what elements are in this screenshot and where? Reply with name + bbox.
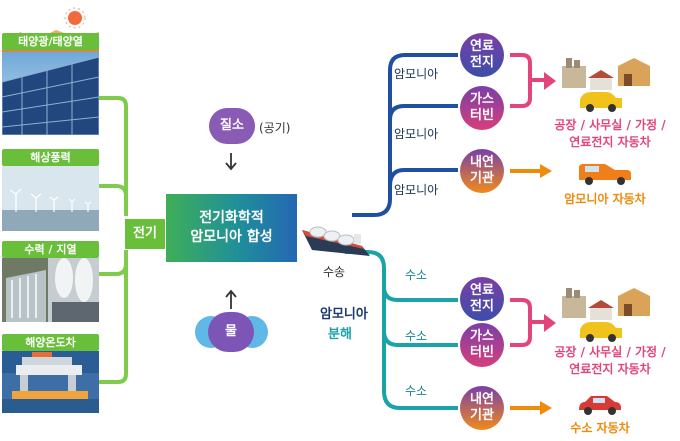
water-label: 물 <box>225 324 237 339</box>
decomposition-line-2: 분해 <box>328 327 352 342</box>
source-connectors <box>99 96 128 384</box>
lower-node-1-line-1: 연료 <box>470 283 494 298</box>
ammonia-synthesis-box: 전기화학적 암모니아 합성 <box>166 194 297 262</box>
upper-node-1-line-2: 전지 <box>470 55 494 70</box>
lower-node-3-line-2: 기관 <box>470 408 494 423</box>
lower-destination-car: 수소 자동차 <box>570 421 630 435</box>
lower-route-1: 수소 <box>405 268 428 282</box>
source-label-wind: 해상풍력 <box>2 149 99 166</box>
nitrogen-arrow <box>225 153 237 171</box>
lower-node-3-line-1: 내연 <box>470 392 494 407</box>
lower-destination-main: 공장 / 사무실 / 가정 / 연료전지 자동차 <box>540 344 680 378</box>
lower-buildings-car-image <box>562 288 650 342</box>
center-line-2: 암모니아 합성 <box>190 229 273 245</box>
lower-node-2-line-1: 가스 <box>470 329 494 344</box>
nitrogen-note: (공기) <box>259 121 291 135</box>
source-label-solar: 태양광/태양열 <box>2 33 99 50</box>
upper-route-2: 암모니아 <box>394 127 439 141</box>
upper-route-3: 암모니아 <box>394 183 439 197</box>
upper-buildings-car-image <box>562 58 650 112</box>
upper-node-2-line-1: 가스 <box>470 92 494 107</box>
upper-output-arrows <box>510 53 556 108</box>
center-line-1: 전기화학적 <box>199 210 264 226</box>
lower-dest-line-1: 공장 / 사무실 / 가정 / <box>554 345 666 359</box>
lower-fuel-cell-node: 연료 전지 <box>460 277 504 321</box>
decomposition-line-1: 암모니아 <box>320 307 368 322</box>
offshore-wind-image <box>2 166 99 231</box>
ammonia-car-image <box>579 164 631 185</box>
electricity-label: 전기 <box>125 219 165 249</box>
upper-node-1-line-1: 연료 <box>470 39 494 54</box>
upper-node-3-line-2: 기관 <box>470 171 494 186</box>
source-label-hydro: 수력 / 지열 <box>2 241 99 258</box>
decomposition-label: 암모니아 분해 <box>320 305 368 345</box>
solar-panel-image <box>2 52 99 135</box>
lower-route-2: 수소 <box>405 329 428 343</box>
nitrogen-label: 질소 <box>220 118 244 133</box>
upper-node-2-line-2: 터빈 <box>470 108 494 123</box>
ammonia-route-lines <box>352 53 458 217</box>
upper-dest-line-1: 공장 / 사무실 / 가정 / <box>554 118 666 132</box>
lower-output-arrows <box>510 298 556 347</box>
lower-dest-line-2: 연료전지 자동차 <box>569 362 651 376</box>
lower-gas-turbine-node: 가스 터빈 <box>460 323 504 367</box>
upper-gas-turbine-node: 가스 터빈 <box>460 86 504 130</box>
upper-ice-node: 내연 기관 <box>460 149 504 193</box>
transport-label: 수송 <box>323 265 346 279</box>
source-label-ocean: 해양온도차 <box>2 334 99 351</box>
ocean-thermal-image <box>2 351 99 413</box>
nitrogen-bubble: 질소 <box>209 108 255 144</box>
lower-car-arrow <box>510 401 552 415</box>
lng-ship-image <box>302 226 370 256</box>
upper-destination-main: 공장 / 사무실 / 가정 / 연료전지 자동차 <box>540 117 680 151</box>
lower-node-1-line-2: 전지 <box>470 299 494 314</box>
water-bubble: 물 <box>208 312 254 352</box>
water-arrow <box>225 289 237 309</box>
hydrogen-route-lines <box>345 250 458 410</box>
upper-car-arrow <box>510 164 552 178</box>
upper-node-3-line-1: 내연 <box>470 155 494 170</box>
lower-route-3: 수소 <box>405 384 428 398</box>
hydrogen-car-image <box>579 396 621 415</box>
lower-node-2-line-2: 터빈 <box>470 345 494 360</box>
upper-dest-line-2: 연료전지 자동차 <box>569 135 651 149</box>
upper-fuel-cell-node: 연료 전지 <box>460 33 504 77</box>
lower-ice-node: 내연 기관 <box>460 386 504 430</box>
hydro-geothermal-image <box>2 258 99 322</box>
upper-route-1: 암모니아 <box>394 67 439 81</box>
upper-destination-car: 암모니아 자동차 <box>564 192 646 206</box>
